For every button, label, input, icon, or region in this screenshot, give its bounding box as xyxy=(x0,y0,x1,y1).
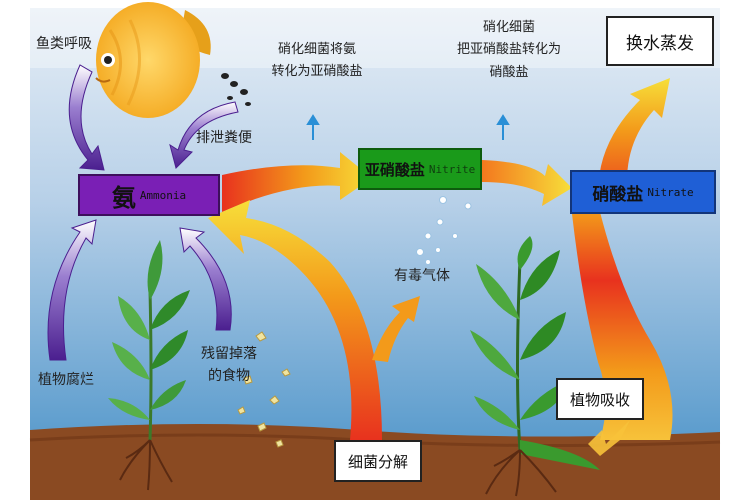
nitrate-en-label: Nitrate xyxy=(647,185,694,199)
nitrite-box: 亚硝酸盐 Nitrite xyxy=(358,148,482,190)
bacteria-2-line-1: 硝化细菌 xyxy=(482,20,535,35)
fish-illustration xyxy=(95,2,211,118)
excretion-label: 排泄粪便 xyxy=(196,130,252,146)
plant-absorption-box: 植物吸收 xyxy=(556,378,644,420)
plant-absorption-label: 植物吸收 xyxy=(569,390,630,409)
water-change-box: 换水蒸发 xyxy=(606,16,714,66)
bacteria-2-line-3: 硝酸盐 xyxy=(489,64,529,80)
ammonia-zh-label: 氨 xyxy=(111,183,136,212)
bacteria-nitrification-1-label: 硝化细菌将氨 转化为亚硝酸盐 xyxy=(262,42,372,81)
nitrate-zh-label: 硝酸盐 xyxy=(592,184,644,205)
leftover-food-line-1: 残留掉落 xyxy=(201,346,257,362)
water-change-label: 换水蒸发 xyxy=(626,33,694,54)
leftover-food-line-2: 的食物 xyxy=(208,367,250,384)
bacteria-nitrification-2-label: 硝化细菌 把亚硝酸盐转化为 硝酸盐 xyxy=(444,20,574,81)
bacterial-decomposition-label: 细菌分解 xyxy=(347,452,408,471)
bacteria-1-line-2: 转化为亚硝酸盐 xyxy=(271,64,363,80)
bacteria-1-line-1: 硝化细菌将氨 xyxy=(277,42,356,57)
nitrite-zh-label: 亚硝酸盐 xyxy=(364,160,425,179)
fish-breathing-label: 鱼类呼吸 xyxy=(36,36,92,52)
bacteria-2-line-2: 把亚硝酸盐转化为 xyxy=(456,42,561,58)
leftover-food-label: 残留掉落 的食物 xyxy=(194,346,264,385)
ammonia-en-label: Ammonia xyxy=(139,188,187,202)
left-plant xyxy=(108,240,190,491)
nitrate-box: 硝酸盐 Nitrate xyxy=(570,170,716,214)
plant-decay-label: 植物腐烂 xyxy=(38,372,94,388)
ammonia-box: 氨 Ammonia xyxy=(78,174,220,216)
bacterial-decomposition-box: 细菌分解 xyxy=(334,440,422,482)
toxic-gas-label: 有毒气体 xyxy=(394,268,450,284)
nitrite-en-label: Nitrite xyxy=(428,162,476,176)
